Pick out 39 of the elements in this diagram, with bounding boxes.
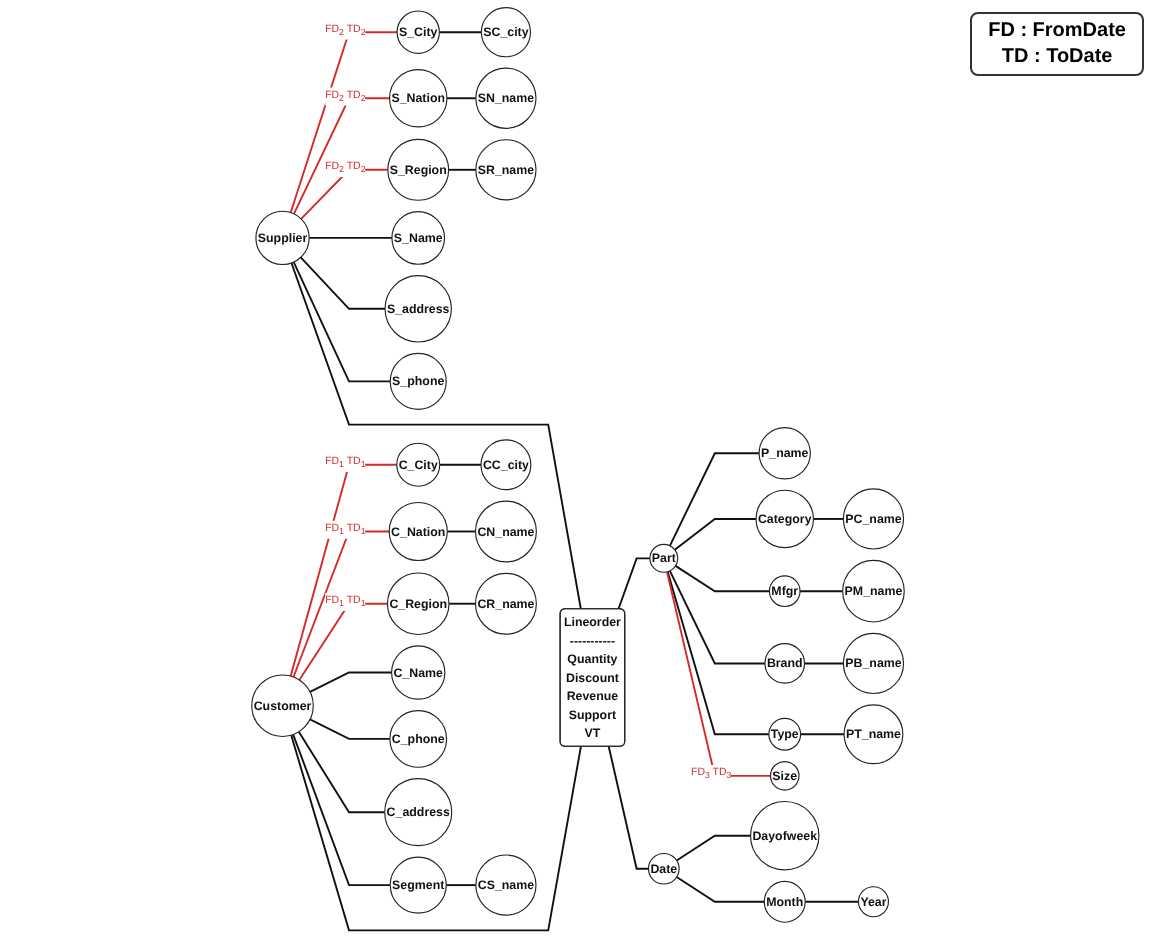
connector xyxy=(290,734,582,932)
connector xyxy=(289,31,399,214)
connector xyxy=(803,662,845,665)
connector xyxy=(675,834,752,862)
connector xyxy=(617,557,651,611)
connector xyxy=(446,530,477,533)
connector xyxy=(447,168,477,171)
connector xyxy=(297,730,386,814)
connector xyxy=(445,97,477,100)
connector xyxy=(308,236,393,239)
connector xyxy=(668,569,766,665)
connector xyxy=(290,262,582,611)
connector xyxy=(309,671,393,693)
connector xyxy=(668,452,761,547)
connector xyxy=(445,884,477,887)
connector xyxy=(289,463,398,678)
connector xyxy=(674,564,771,593)
connector xyxy=(666,570,770,736)
connector xyxy=(293,97,391,215)
connector xyxy=(448,602,477,605)
connector xyxy=(799,590,844,593)
connector xyxy=(673,518,757,551)
connector xyxy=(309,718,391,740)
connector xyxy=(298,602,389,681)
connector xyxy=(300,168,389,220)
connector xyxy=(607,745,650,870)
connector xyxy=(666,570,772,777)
connector xyxy=(812,518,845,520)
connector xyxy=(799,733,846,736)
connector xyxy=(299,256,386,310)
connector xyxy=(438,463,482,466)
connector xyxy=(438,31,483,34)
connector xyxy=(804,900,860,903)
legend-text: TD : ToDate xyxy=(999,44,1115,70)
connector xyxy=(292,261,392,383)
connector xyxy=(292,733,392,887)
connector xyxy=(675,876,766,903)
connector xyxy=(292,530,391,678)
legend-text: FD : FromDate xyxy=(988,18,1126,44)
